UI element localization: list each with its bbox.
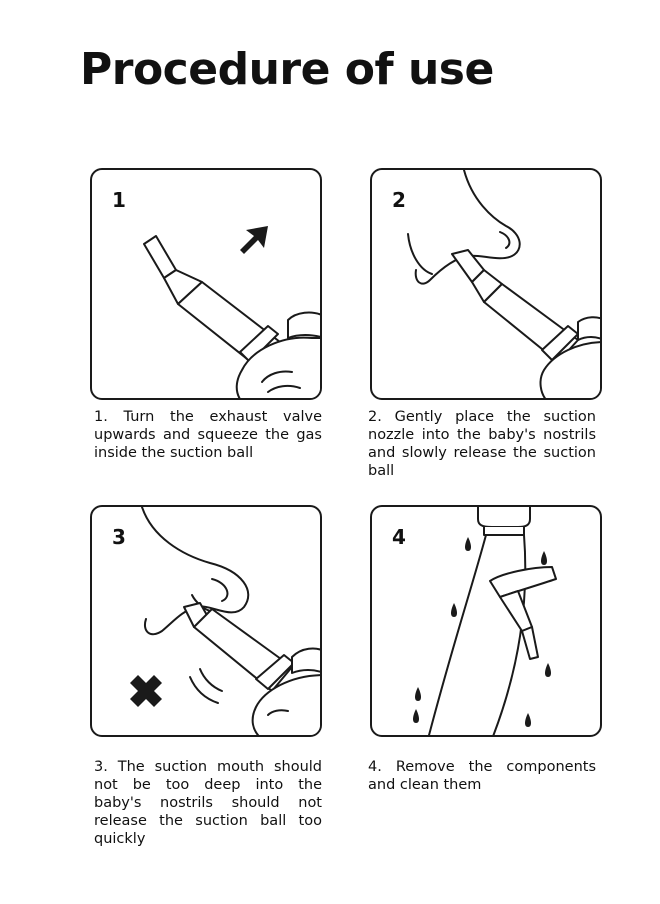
aspirator-upward-arrow-illustration: [143, 226, 320, 398]
nose-with-aspirator-illustration: [407, 170, 600, 398]
washing-components-illustration: [413, 507, 557, 735]
step-2-caption: 2. Gently place the suction nozzle into …: [368, 409, 596, 479]
step-3-caption: 3. The suction mouth should not be too d…: [94, 759, 322, 847]
step-number: 4: [392, 525, 406, 549]
nose-with-aspirator-warning-illustration: [130, 507, 320, 735]
step-4-caption: 4. Remove the components and clean them: [368, 759, 596, 793]
step-number: 1: [112, 188, 126, 212]
step-1-panel: 1: [90, 168, 322, 400]
step-1-caption: 1. Turn the exhaust valve upwards and sq…: [94, 409, 322, 461]
step-number: 2: [392, 188, 406, 212]
step-4-panel: 4: [370, 505, 602, 737]
page-title: Procedure of use: [80, 44, 494, 95]
step-3-panel: 3: [90, 505, 322, 737]
step-number: 3: [112, 525, 126, 549]
step-2-panel: 2: [370, 168, 602, 400]
